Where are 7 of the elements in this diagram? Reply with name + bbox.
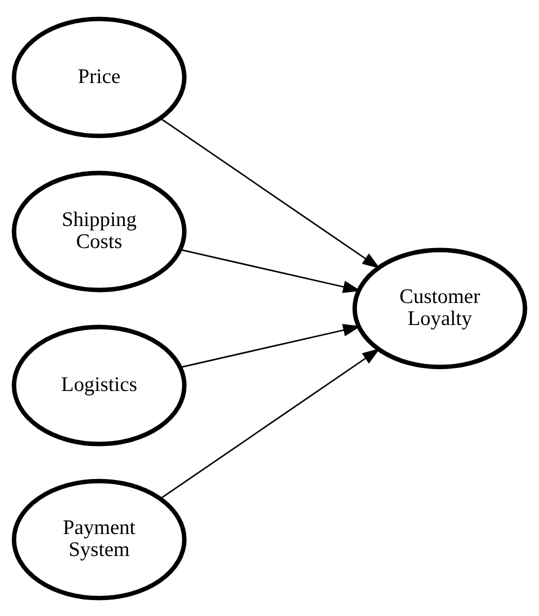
- node-ellipse: Payment System: [12, 478, 187, 600]
- node-ellipse: Price: [12, 16, 187, 138]
- node-ellipse: Logistics: [12, 324, 187, 446]
- node-ellipse: Shipping Costs: [12, 170, 187, 292]
- node-ellipse: Customer Loyalty: [352, 247, 528, 369]
- arrow: [160, 348, 380, 499]
- arrow: [160, 117, 380, 268]
